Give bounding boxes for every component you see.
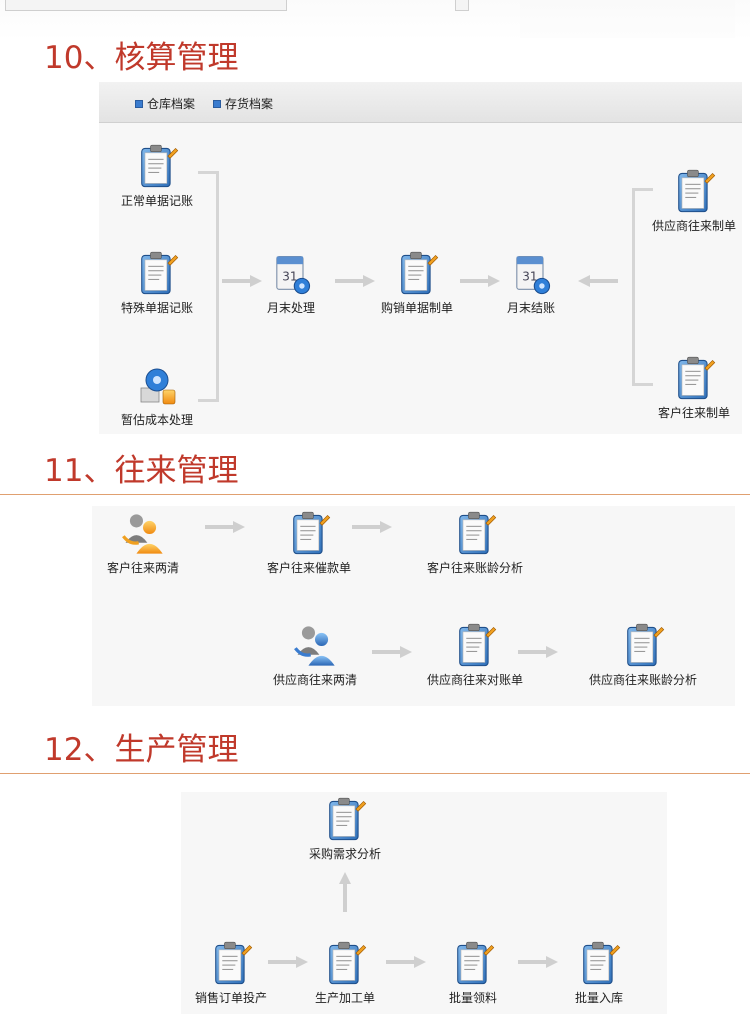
arrow-right-icon: [352, 521, 392, 533]
clipboard-user-icon: [672, 168, 716, 216]
arrow-right-icon: [518, 646, 558, 658]
calendar-gear-icon: [509, 250, 553, 298]
node-month-end-close[interactable]: 月末结账: [476, 250, 586, 316]
node-customer-aging[interactable]: 客户往来账龄分析: [420, 510, 530, 576]
clipboard-pen-icon: [135, 250, 179, 298]
clipboard-arrow-icon: [577, 940, 621, 988]
node-customer-dunning[interactable]: 客户往来催款单: [254, 510, 364, 576]
node-label: 月末结账: [506, 301, 555, 315]
top-faded-panel: [520, 0, 735, 38]
toolbar-inventory-label: 存货档案: [225, 97, 274, 111]
node-estimate-cost[interactable]: 暂估成本处理: [102, 362, 212, 428]
node-batch-receipt[interactable]: 批量入库: [544, 940, 654, 1006]
calendar-gear-icon: [269, 250, 313, 298]
node-label: 正常单据记账: [120, 194, 193, 208]
clipboard-arrow-icon: [209, 940, 253, 988]
clipboard-user-icon: [672, 355, 716, 403]
node-purchase-sales-doc[interactable]: 购销单据制单: [362, 250, 472, 316]
arrow-up-icon: [339, 872, 351, 912]
node-label: 客户往来账龄分析: [426, 561, 523, 575]
node-label: 供应商往来账龄分析: [588, 673, 697, 687]
clipboard-pen-icon: [453, 622, 497, 670]
node-supplier-doc[interactable]: 供应商往来制单: [636, 168, 750, 234]
node-supplier-aging[interactable]: 供应商往来账龄分析: [588, 622, 698, 688]
node-supplier-statement[interactable]: 供应商往来对账单: [420, 622, 530, 688]
node-customer-doc[interactable]: 客户往来制单: [636, 355, 750, 421]
right-bracket: [632, 188, 653, 386]
section-title-production: 12、生产管理: [44, 732, 239, 768]
node-label: 月末处理: [266, 301, 315, 315]
users-icon: [291, 622, 339, 670]
toolbar-inventory-button[interactable]: 存货档案: [213, 95, 273, 112]
node-customer-clear[interactable]: 客户往来两清: [88, 510, 198, 576]
gears-icon: [135, 362, 179, 410]
clipboard-tools-icon: [323, 940, 367, 988]
section-divider: [0, 773, 750, 774]
section-title-accounting: 10、核算管理: [44, 40, 239, 76]
node-supplier-clear[interactable]: 供应商往来两清: [260, 622, 370, 688]
left-bracket: [198, 171, 219, 402]
clipboard-pen-icon: [135, 143, 179, 191]
toolbar-warehouse-label: 仓库档案: [147, 97, 196, 111]
node-special-doc[interactable]: 特殊单据记账: [102, 250, 212, 316]
arrow-right-icon: [372, 646, 412, 658]
node-purchase-analysis[interactable]: 采购需求分析: [290, 796, 400, 862]
node-label: 供应商往来两清: [272, 673, 357, 687]
node-label: 采购需求分析: [308, 847, 381, 861]
clipboard-arrow-icon: [451, 940, 495, 988]
bullet-icon: [135, 99, 143, 108]
section-title-receivables: 11、往来管理: [44, 453, 239, 489]
node-label: 批量领料: [448, 991, 497, 1005]
users-icon: [119, 510, 167, 558]
node-label: 客户往来制单: [657, 406, 730, 420]
node-label: 购销单据制单: [380, 301, 453, 315]
node-batch-issue[interactable]: 批量领料: [418, 940, 528, 1006]
node-sales-order-release[interactable]: 销售订单投产: [176, 940, 286, 1006]
clipboard-chart-icon: [323, 796, 367, 844]
node-label: 客户往来催款单: [266, 561, 351, 575]
clipboard-pen-icon: [395, 250, 439, 298]
node-label: 供应商往来对账单: [426, 673, 523, 687]
top-scroll-fragment: [455, 0, 469, 11]
toolbar-warehouse-button[interactable]: 仓库档案: [135, 95, 195, 112]
node-normal-doc[interactable]: 正常单据记账: [102, 143, 212, 209]
receivables-panel: [92, 506, 735, 706]
node-label: 特殊单据记账: [120, 301, 193, 315]
arrow-left-icon: [578, 275, 618, 287]
node-label: 销售订单投产: [194, 991, 267, 1005]
arrow-right-icon: [205, 521, 245, 533]
clipboard-money-icon: [287, 510, 331, 558]
node-label: 客户往来两清: [106, 561, 179, 575]
node-month-end-process[interactable]: 月末处理: [236, 250, 346, 316]
node-label: 生产加工单: [314, 991, 375, 1005]
bullet-icon: [213, 99, 221, 108]
clipboard-magnifier-icon: [621, 622, 665, 670]
section-divider: [0, 494, 750, 495]
node-production-order[interactable]: 生产加工单: [290, 940, 400, 1006]
clipboard-magnifier-icon: [453, 510, 497, 558]
accounting-toolbar: 仓库档案 存货档案: [99, 82, 742, 123]
node-label: 批量入库: [574, 991, 623, 1005]
node-label: 供应商往来制单: [651, 219, 736, 233]
node-label: 暂估成本处理: [120, 413, 193, 427]
top-scroll-fragment: [5, 0, 287, 11]
